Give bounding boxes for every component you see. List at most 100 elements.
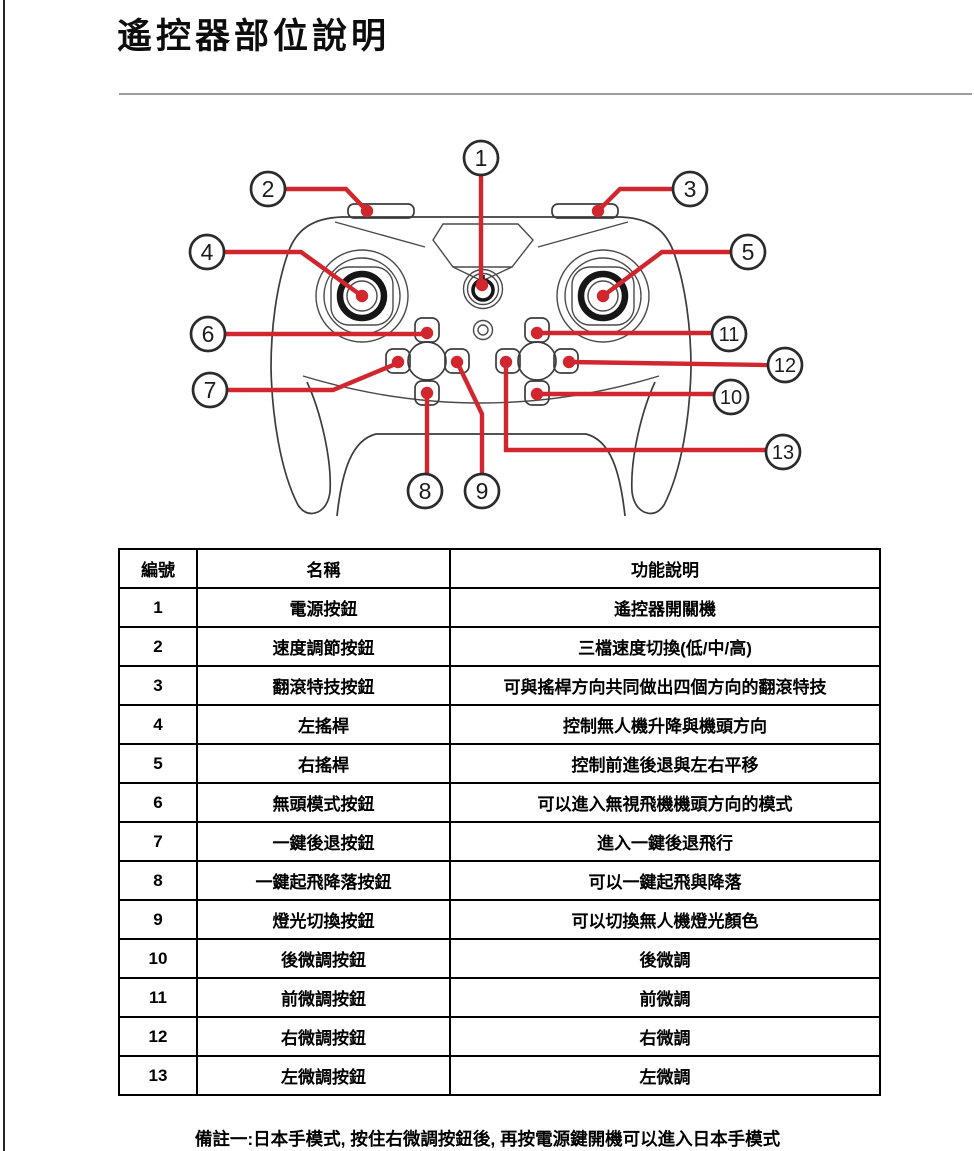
function-cell: 遙控器開關機 [449,587,881,628]
function-cell: 可以一鍵起飛與降落 [449,860,881,901]
left-stick [315,249,409,343]
header-number: 編號 [118,548,198,589]
function-cell: 可與搖桿方向共同做出四個方向的翻滾特技 [449,665,881,706]
callout-2: 2 [249,170,287,208]
name-cell: 一鍵起飛降落按鈕 [196,860,451,901]
name-cell: 燈光切換按鈕 [196,899,451,940]
number-cell: 2 [118,626,198,667]
name-cell: 右搖桿 [196,743,451,784]
number-cell: 6 [118,782,198,823]
name-cell: 翻滾特技按鈕 [196,665,451,706]
callout-10: 10 [712,378,750,416]
right-stick [556,249,650,343]
page-left-border [3,0,5,1151]
svg-text:7: 7 [204,377,217,403]
number-cell: 3 [118,665,198,706]
title-divider [119,93,972,95]
number-cell: 8 [118,860,198,901]
callout-11: 11 [710,315,748,353]
svg-text:13: 13 [772,442,794,464]
number-cell: 11 [118,977,198,1018]
number-cell: 5 [118,743,198,784]
function-cell: 右微調 [449,1016,881,1057]
svg-text:9: 9 [476,478,489,504]
callout-12: 12 [766,346,804,384]
callout-7: 7 [191,371,229,409]
function-cell: 控制前進後退與左右平移 [449,743,881,784]
name-cell: 無頭模式按鈕 [196,782,451,823]
svg-text:3: 3 [684,176,697,202]
name-cell: 速度調節按鈕 [196,626,451,667]
svg-text:12: 12 [774,355,796,377]
header-function: 功能說明 [449,548,881,589]
number-cell: 13 [118,1055,198,1096]
svg-text:6: 6 [202,321,215,347]
led-indicator [472,319,494,341]
callout-13: 13 [764,433,802,471]
left-shoulder-button [347,203,415,219]
number-cell: 1 [118,587,198,628]
svg-text:5: 5 [742,239,755,265]
function-cell: 控制無人機升降與機頭方向 [449,704,881,745]
function-cell: 可以切換無人機燈光顏色 [449,899,881,940]
light-switch-button [444,348,470,374]
svg-text:10: 10 [720,387,742,409]
name-cell: 前微調按鈕 [196,977,451,1018]
name-cell: 左微調按鈕 [196,1055,451,1096]
controller-body [270,203,692,517]
number-cell: 9 [118,899,198,940]
svg-text:8: 8 [419,478,432,504]
table-header-row: 編號 名稱 功能說明 [118,548,881,589]
right-shoulder-button [551,203,619,219]
callout-9: 9 [463,472,501,510]
left-dpad [385,317,470,406]
callout-1: 1 [462,139,500,177]
name-cell: 左搖桿 [196,704,451,745]
function-cell: 進入一鍵後退飛行 [449,821,881,862]
number-cell: 4 [118,704,198,745]
svg-text:4: 4 [201,239,214,265]
callout-8: 8 [406,472,444,510]
callout-6: 6 [189,315,227,353]
name-cell: 後微調按鈕 [196,938,451,979]
number-cell: 7 [118,821,198,862]
callout-4: 4 [188,233,226,271]
function-cell: 三檔速度切換(低/中/高) [449,626,881,667]
svg-text:11: 11 [719,324,740,346]
callout-5: 5 [729,233,767,271]
callout-lines [223,174,770,475]
svg-text:2: 2 [262,176,275,202]
function-cell: 可以進入無視飛機機頭方向的模式 [449,782,881,823]
name-cell: 右微調按鈕 [196,1016,451,1057]
number-cell: 12 [118,1016,198,1057]
header-name: 名稱 [196,548,451,589]
name-cell: 電源按鈕 [196,587,451,628]
page-title: 遙控器部位說明 [117,17,391,56]
name-cell: 一鍵後退按鈕 [196,821,451,862]
function-cell: 後微調 [449,938,881,979]
callout-3: 3 [671,170,709,208]
function-cell: 左微調 [449,1055,881,1096]
function-cell: 前微調 [449,977,881,1018]
svg-text:1: 1 [475,145,488,171]
footnote: 備註一:日本手模式, 按住右微調按鈕後, 再按電源鍵開機可以進入日本手模式 [194,1129,781,1149]
one-key-return-button [385,348,411,374]
